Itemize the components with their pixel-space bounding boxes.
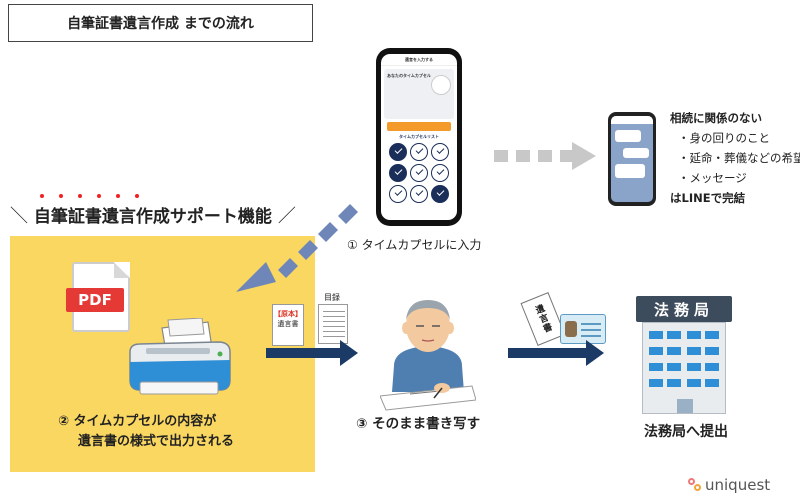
building-door: [677, 399, 693, 413]
smartphone-time-capsule: 遺言を入力する あなたのタイムカプセル タイムカプセルリスト: [376, 48, 462, 226]
check-icon: [389, 143, 407, 161]
line-chat-phone: [608, 112, 656, 206]
line-info-item: ・身の回りのこと: [678, 131, 770, 145]
brand-name: uniquest: [705, 476, 771, 494]
printer-icon: [129, 318, 231, 395]
arrow-printer-to-person: [266, 340, 358, 366]
building-body: [642, 322, 726, 414]
line-info-title: 相続に関係のない: [670, 111, 762, 125]
brand-mark-icon: [688, 478, 702, 492]
phone-list-title: タイムカプセルリスト: [399, 134, 439, 139]
id-photo: [565, 321, 577, 337]
phone-orange-button: [387, 122, 451, 131]
arrow-phone-to-pdf: [236, 204, 358, 292]
phone-header: 遺言を入力する: [381, 54, 457, 66]
check-icon: [389, 185, 407, 203]
phone-card: あなたのタイムカプセル: [384, 69, 454, 119]
original-will-doc: 【原本】 遺言書: [272, 304, 304, 346]
page-fold: [114, 262, 130, 278]
inventory-label: 目録: [324, 293, 340, 302]
check-icon: [410, 164, 428, 182]
chat-bubble: [623, 148, 649, 158]
inventory-doc: [318, 304, 348, 344]
slash-right: ／: [277, 206, 296, 227]
chat-bubble: [615, 164, 645, 178]
line-info-footer: はLINEで完結: [670, 191, 746, 205]
chat-bubble: [615, 130, 641, 142]
submit-caption: 法務局へ提出: [644, 424, 728, 440]
check-icon: [389, 164, 407, 182]
building-sign: 法務局: [636, 296, 732, 322]
arrow-phone-to-line: [494, 142, 596, 170]
line-chat-screen: [611, 116, 653, 202]
legal-affairs-bureau-building: 法務局: [636, 296, 732, 414]
step2-line1: ② タイムカプセルの内容が: [58, 414, 217, 429]
brand-logo: uniquest: [688, 476, 770, 494]
step1-caption: ① タイムカプセルに入力: [347, 238, 482, 252]
check-icon: [431, 143, 449, 161]
phone-card-title: あなたのタイムカプセル: [387, 73, 431, 78]
original-tag: 【原本】: [274, 310, 302, 318]
elderly-person-writing-icon: [380, 300, 476, 411]
phone-screen: 遺言を入力する あなたのタイムカプセル タイムカプセルリスト: [381, 54, 457, 220]
original-doc-text: 遺言書: [277, 320, 299, 328]
line-info-item: ・延命・葬儀などの希望: [678, 151, 800, 165]
check-icon: [410, 143, 428, 161]
step3-caption: ③ そのまま書き写す: [356, 416, 481, 432]
check-icon: [431, 164, 449, 182]
pdf-badge: PDF: [66, 288, 124, 312]
step2-line2: 遺言書の様式で出力される: [78, 434, 235, 449]
submission-documents: 遺言書: [520, 292, 620, 356]
check-icon: [410, 185, 428, 203]
arrow-person-to-bureau: [508, 340, 604, 366]
will-documents: 【原本】 遺言書 目録: [272, 292, 362, 352]
feature-heading-text: 自筆証書遺言作成サポート機能: [33, 207, 272, 227]
line-info-text: 相続に関係のない ・身の回りのこと ・延命・葬儀などの希望 ・メッセージ はLI…: [670, 108, 800, 208]
line-header-bar: [611, 116, 653, 124]
phone-item-grid: [381, 143, 457, 203]
line-info-item: ・メッセージ: [678, 171, 747, 185]
page-title-text: 自筆証書遺言作成 までの流れ: [67, 16, 254, 32]
page-title: 自筆証書遺言作成 までの流れ: [8, 4, 313, 42]
id-card-icon: [560, 314, 606, 344]
check-icon: [431, 185, 449, 203]
step2-caption: ② タイムカプセルの内容が 遺言書の様式で出力される: [58, 412, 234, 452]
capsule-badge-icon: [431, 75, 451, 95]
slash-left: ＼: [10, 206, 28, 227]
feature-heading: ＼ 自筆証書遺言作成サポート機能 ／: [10, 202, 310, 232]
